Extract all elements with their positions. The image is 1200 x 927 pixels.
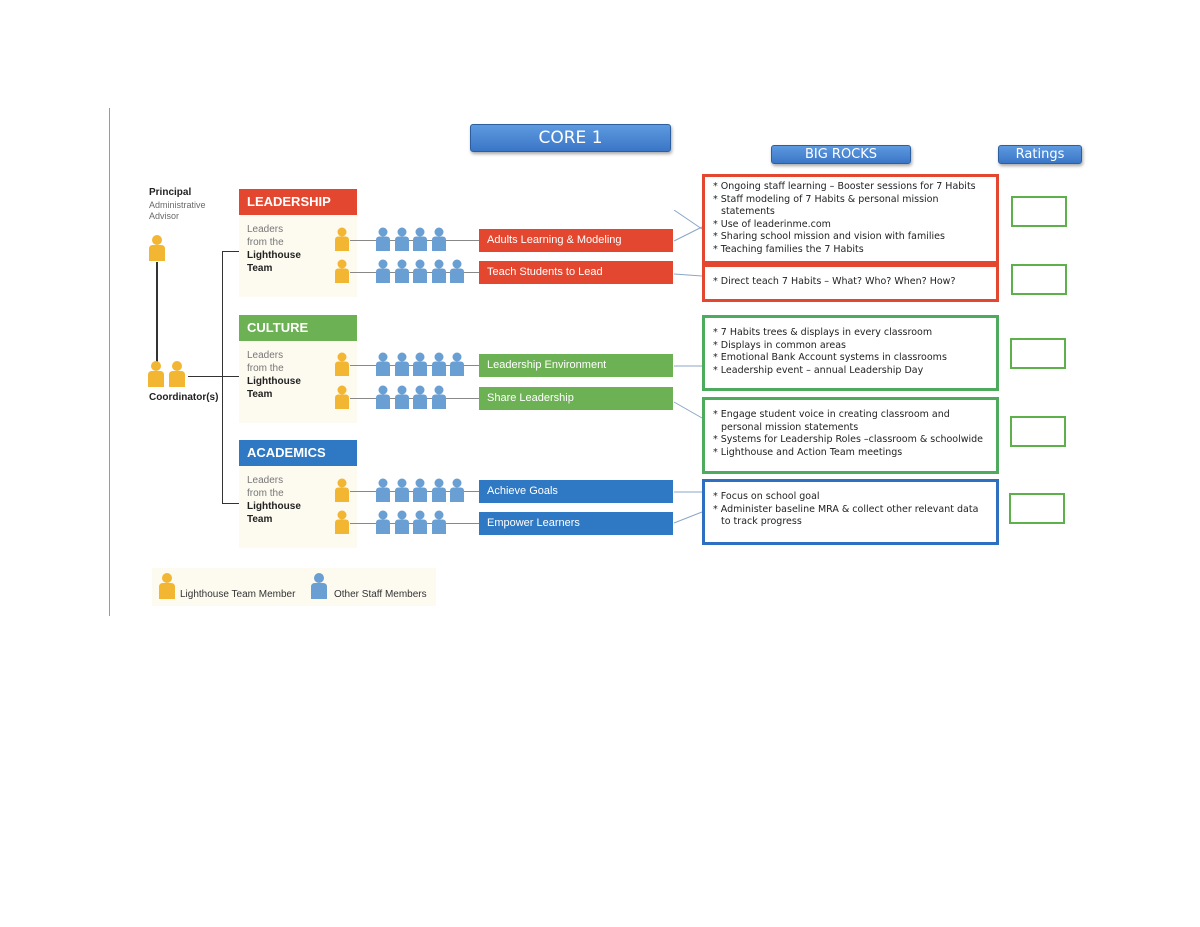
activity-achieve-goals: Achieve Goals: [479, 480, 673, 503]
big-rocks-title: BIG ROCKS: [771, 145, 911, 164]
coordinator-connector: [188, 376, 223, 377]
lighthouse-member-icon: [335, 352, 349, 376]
rating-input-box[interactable]: [1009, 493, 1065, 524]
staff-member-icon: [413, 478, 427, 502]
category-leaders-text: Leaders from the Lighthouse Team: [247, 224, 301, 274]
staff-member-icon: [431, 352, 446, 376]
staff-member-icon: [394, 385, 409, 409]
big-rock-box: 7 Habits trees & displays in every class…: [702, 315, 999, 391]
lighthouse-member-icon: [335, 510, 349, 534]
category-leadership: LEADERSHIP Leaders from the Lighthouse T…: [239, 189, 579, 299]
activity-teach-students: Teach Students to Lead: [479, 261, 673, 284]
rating-input-box[interactable]: [1010, 338, 1066, 369]
staff-member-icon: [413, 259, 427, 283]
legend-staff-label: Other Staff Members: [334, 589, 427, 600]
category-academics: ACADEMICS Leaders from the Lighthouse Te…: [239, 440, 579, 550]
staff-member-icon: [431, 385, 446, 409]
activity-leadership-environment: Leadership Environment: [479, 354, 673, 377]
branch-leadership: [222, 251, 239, 252]
principal-person-icon: [149, 235, 165, 261]
category-title: CULTURE: [239, 315, 357, 341]
legend-lighthouse-label: Lighthouse Team Member: [180, 589, 296, 600]
category-title: LEADERSHIP: [239, 189, 357, 215]
staff-member-icon: [376, 510, 390, 534]
staff-member-icon: [394, 478, 409, 502]
activity-empower-learners: Empower Learners: [479, 512, 673, 535]
lighthouse-member-icon: [335, 385, 349, 409]
staff-member-icon: [376, 352, 390, 376]
coordinator-people-icon: [148, 361, 185, 387]
category-leaders-text: Leaders from the Lighthouse Team: [247, 350, 301, 400]
staff-member-icon: [376, 259, 390, 283]
big-rock-box: Ongoing staff learning – Booster session…: [702, 174, 999, 264]
staff-member-icon: [450, 259, 464, 283]
admin-label-line1: Administrative: [149, 200, 206, 210]
rating-input-box[interactable]: [1011, 264, 1067, 295]
category-leaders-text: Leaders from the Lighthouse Team: [247, 475, 301, 525]
lighthouse-member-icon: [335, 478, 349, 502]
principal-label: Principal: [149, 187, 192, 198]
activity-adults-learning: Adults Learning & Modeling: [479, 229, 673, 252]
core-title: CORE 1: [470, 124, 671, 152]
category-title: ACADEMICS: [239, 440, 357, 466]
staff-member-icon: [413, 227, 427, 251]
staff-member-icon: [394, 259, 409, 283]
lighthouse-member-icon: [335, 227, 349, 251]
staff-member-icon: [431, 227, 446, 251]
arrow-connectors: [673, 210, 703, 524]
staff-member-icon: [394, 352, 409, 376]
staff-member-icon: [431, 478, 446, 502]
staff-member-icon: [376, 227, 390, 251]
rating-input-box[interactable]: [1011, 196, 1067, 227]
activity-share-leadership: Share Leadership: [479, 387, 673, 410]
staff-member-icon: [394, 510, 409, 534]
branch-culture: [222, 376, 239, 377]
staff-member-icon: [413, 352, 427, 376]
staff-member-icon: [376, 385, 390, 409]
big-rock-box: Engage student voice in creating classro…: [702, 397, 999, 474]
staff-member-icon: [450, 478, 464, 502]
lighthouse-member-icon: [335, 259, 349, 283]
staff-member-icon: [450, 352, 464, 376]
branch-academics: [222, 503, 239, 504]
coordinator-label: Coordinator(s): [149, 392, 219, 403]
ratings-title: Ratings: [998, 145, 1082, 164]
staff-member-icon: [431, 510, 446, 534]
staff-member-icon: [394, 227, 409, 251]
big-rock-box: Focus on school goal Administer baseline…: [702, 479, 999, 545]
staff-member-icon: [376, 478, 390, 502]
page-left-rule: [109, 108, 110, 616]
staff-member-icon: [413, 510, 427, 534]
staff-member-icon: [431, 259, 446, 283]
trunk-line: [222, 251, 223, 504]
admin-label-line2: Advisor: [149, 211, 180, 221]
big-rock-box: Direct teach 7 Habits – What? Who? When?…: [702, 264, 999, 302]
rating-input-box[interactable]: [1010, 416, 1066, 447]
staff-member-icon: [311, 573, 327, 599]
staff-member-icon: [413, 385, 427, 409]
legend: Lighthouse Team Member Other Staff Membe…: [152, 568, 436, 606]
principal-connector: [156, 262, 158, 362]
lighthouse-member-icon: [159, 573, 175, 599]
